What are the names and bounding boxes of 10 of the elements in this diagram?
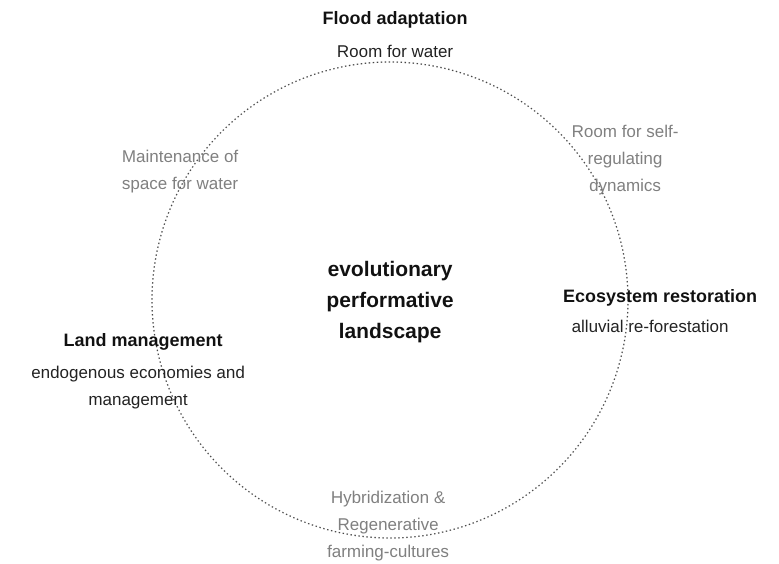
section-text: Room for water (336, 41, 454, 63)
center-title: evolutionary performative landscape (325, 256, 455, 344)
section-heading: Ecosystem restoration (562, 285, 758, 308)
section-heading: Flood adaptation (322, 7, 468, 30)
section-text: endogenous economies and management (30, 362, 246, 411)
section-text: Room for self-regulating dynamics (570, 121, 680, 197)
section-text: Maintenance of space for water (120, 146, 240, 195)
section-text: Hybridization & Regenerative farming-cultures (326, 487, 450, 563)
section-heading: Land management (63, 329, 223, 352)
section-text: alluvial re-forestation (572, 316, 728, 338)
